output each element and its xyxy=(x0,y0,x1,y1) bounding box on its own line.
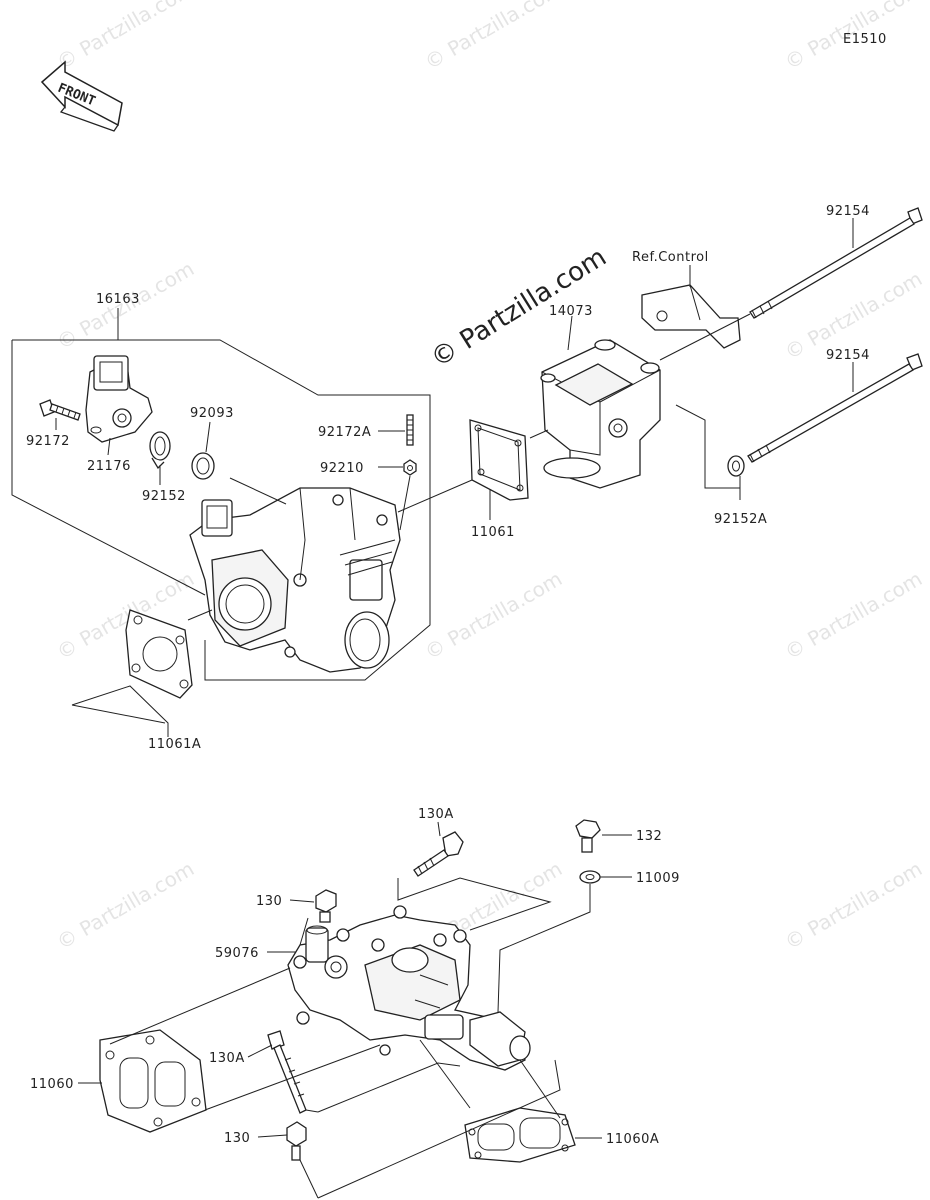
bolt-130-bottom xyxy=(286,1121,307,1161)
watermark: © Partzilla.com xyxy=(781,856,927,954)
intake-manifold xyxy=(287,905,531,1071)
ref-control-label: Ref.Control xyxy=(632,250,709,265)
part-label-92172: 92172 xyxy=(26,434,70,449)
nut-92210 xyxy=(403,459,417,476)
joint-14073 xyxy=(540,339,661,489)
part-label-59076: 59076 xyxy=(215,946,259,961)
bolt-130A-bottom xyxy=(267,1030,307,1114)
part-label-21176: 21176 xyxy=(87,459,131,474)
gasket-11061A xyxy=(125,609,193,699)
clip-92152 xyxy=(149,431,171,470)
part-label-132: 132 xyxy=(636,829,662,844)
throttle-position-sensor xyxy=(85,355,153,443)
part-label-16163: 16163 xyxy=(96,292,140,307)
bolt-92154-lower xyxy=(747,353,923,463)
throttle-assembly-frame xyxy=(11,308,431,681)
part-label-92093: 92093 xyxy=(190,406,234,421)
watermark: © Partzilla.com xyxy=(421,566,567,664)
part-label-92152: 92152 xyxy=(142,489,186,504)
watermark: © Partzilla.com xyxy=(421,0,567,74)
part-labels: 16163 92172 21176 92152 92093 92172A 922… xyxy=(26,204,870,1147)
front-arrow-icon: FRONT xyxy=(40,60,123,132)
part-label-130A-top: 130A xyxy=(418,807,454,822)
diagram-code: E1510 xyxy=(843,32,887,47)
watermark: © Partzilla.com xyxy=(53,0,199,74)
gasket-11060 xyxy=(99,1029,207,1133)
part-label-11061: 11061 xyxy=(471,525,515,540)
gasket-11061 xyxy=(469,419,529,501)
lower-leader-lines xyxy=(78,821,632,1199)
part-label-92154-lower: 92154 xyxy=(826,348,870,363)
throttle-body xyxy=(189,487,401,673)
part-label-11060: 11060 xyxy=(30,1077,74,1092)
part-label-14073: 14073 xyxy=(549,304,593,319)
part-label-11060A: 11060A xyxy=(606,1132,659,1147)
upper-leader-lines xyxy=(55,218,854,737)
o-ring-92093 xyxy=(191,452,215,480)
watermark: © Partzilla.com xyxy=(781,566,927,664)
bolt-92154-upper xyxy=(749,207,923,319)
bolt-130-top xyxy=(315,889,337,923)
part-label-92172A: 92172A xyxy=(318,425,371,440)
part-label-92154-upper: 92154 xyxy=(826,204,870,219)
part-label-130A-bottom: 130A xyxy=(209,1051,245,1066)
bolt-130A-top xyxy=(413,831,464,877)
control-bracket xyxy=(641,284,741,349)
part-label-11061A: 11061A xyxy=(148,737,201,752)
part-label-11009: 11009 xyxy=(636,871,680,886)
bolt-132 xyxy=(575,819,601,853)
adjust-screw-92172A xyxy=(406,414,414,446)
part-label-130-top: 130 xyxy=(256,894,282,909)
part-label-92210: 92210 xyxy=(320,461,364,476)
washer-92152A xyxy=(727,455,745,477)
watermark: © Partzilla.com xyxy=(53,856,199,954)
part-label-130-bottom: 130 xyxy=(224,1131,250,1146)
part-label-92152A: 92152A xyxy=(714,512,767,527)
washer-11009 xyxy=(579,870,601,884)
screw-92172 xyxy=(39,399,81,421)
